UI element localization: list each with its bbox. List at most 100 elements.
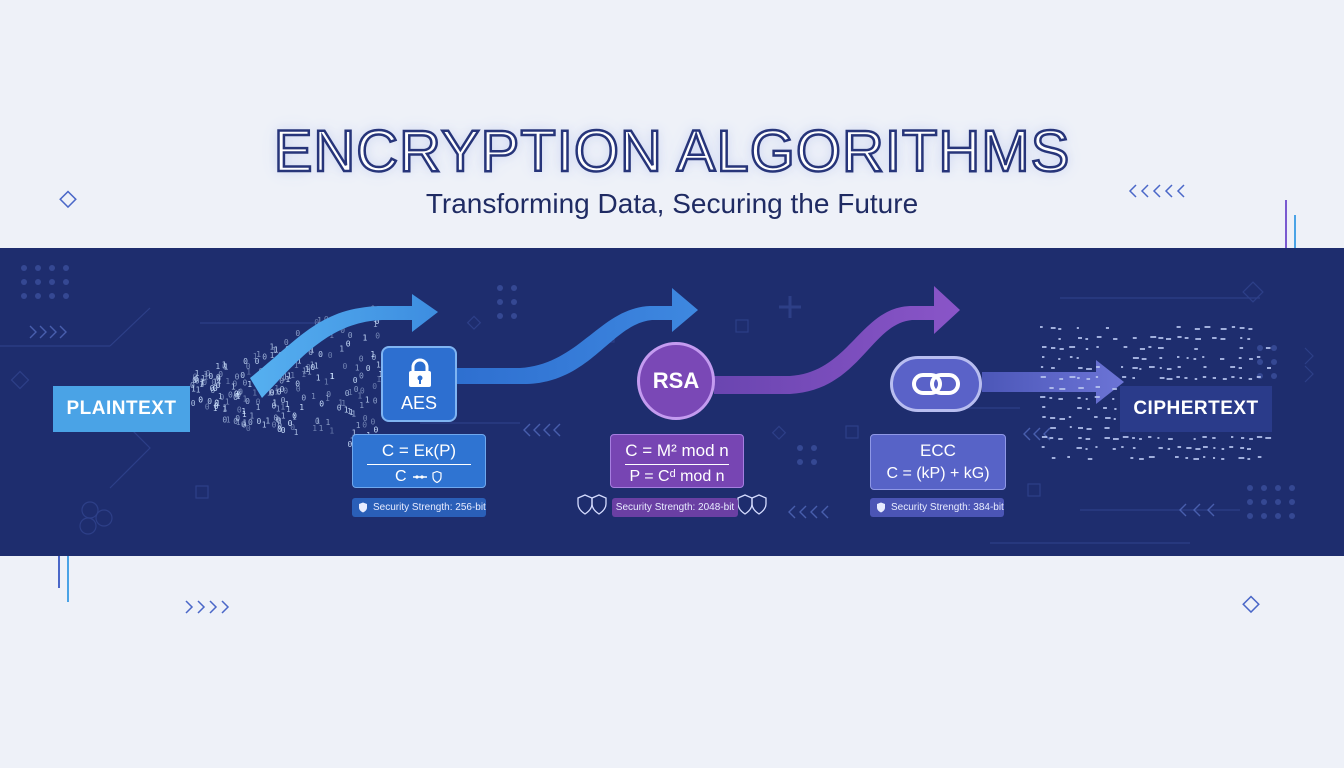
cipher-glyph — [1267, 367, 1271, 369]
cipher-glyph — [1078, 367, 1083, 369]
binary-digit: 0 — [306, 363, 311, 372]
plaintext-node: PLAINTEXT — [53, 386, 190, 432]
cipher-glyph — [1220, 338, 1226, 340]
binary-digit: 0 — [208, 372, 213, 381]
cipher-glyph — [1078, 437, 1082, 439]
cipher-glyph — [1159, 357, 1163, 359]
binary-digit: 1 — [196, 385, 201, 394]
cipher-glyph — [1212, 337, 1217, 339]
cipher-glyph — [1184, 337, 1189, 339]
cipher-glyph — [1231, 326, 1236, 328]
cipher-glyph — [1042, 346, 1047, 348]
diamond-left-icon — [59, 190, 77, 209]
binary-digit: 0 — [194, 375, 199, 384]
cipher-glyph — [1051, 367, 1055, 369]
binary-digit: 0 — [295, 329, 300, 338]
binary-digit: 1 — [272, 399, 277, 408]
binary-digit: 1 — [347, 407, 352, 416]
binary-digit: 1 — [283, 373, 288, 382]
grid-dot — [63, 279, 69, 285]
aes-strength-badge: Security Strength: 256-bit — [352, 498, 486, 517]
cipher-glyph — [1050, 427, 1056, 429]
binary-digit: 1 — [276, 404, 281, 413]
binary-digit: 1 — [370, 350, 375, 359]
binary-digit: 0 — [272, 421, 277, 430]
cipher-glyph — [1248, 378, 1253, 380]
cipher-glyph — [1051, 347, 1056, 349]
binary-digit: 1 — [242, 410, 247, 419]
binary-digit: 0 — [242, 420, 247, 429]
binary-digit: 1 — [281, 411, 286, 420]
cipher-glyph — [1257, 456, 1262, 458]
cipher-glyph — [1112, 398, 1115, 400]
binary-digit: 0 — [284, 338, 289, 347]
binary-digit: 1 — [247, 380, 252, 389]
cipher-glyph — [1096, 336, 1102, 338]
grid-dot — [1289, 499, 1295, 505]
binary-digit: 1 — [326, 418, 331, 427]
cipher-glyph — [1078, 337, 1082, 339]
grid-dot — [797, 445, 803, 451]
binary-digit: 1 — [311, 392, 316, 401]
binary-digit: 1 — [373, 320, 378, 329]
cipher-glyph — [1193, 458, 1199, 460]
cipher-glyph — [1158, 337, 1164, 339]
cipher-glyph — [1121, 446, 1124, 448]
cipher-glyph — [1213, 457, 1216, 459]
binary-digit: 0 — [374, 425, 379, 434]
binary-digit: 1 — [344, 406, 349, 415]
binary-digit: 0 — [246, 362, 251, 371]
arrow-ecc-to-ciphertext — [982, 360, 1124, 404]
cipher-glyph — [1158, 347, 1164, 349]
cipher-glyph — [1203, 366, 1207, 368]
binary-digit: 0 — [359, 372, 364, 381]
binary-digit: 1 — [203, 370, 208, 379]
cipher-glyph — [1112, 388, 1117, 390]
binary-digit: 1 — [294, 361, 299, 370]
cipher-glyph — [1069, 426, 1072, 428]
binary-digit: 0 — [248, 418, 253, 427]
cipher-glyph — [1121, 366, 1124, 368]
binary-digit: 1 — [226, 416, 231, 425]
cipher-glyph — [1185, 457, 1189, 459]
aes-formula-card: C = Eĸ(P) C — [352, 434, 486, 488]
background-circuit-pattern — [0, 281, 1314, 544]
binary-digit: 0 — [205, 402, 210, 411]
chevrons-top-right-icon — [1128, 184, 1185, 198]
binary-digit: 0 — [319, 400, 324, 409]
binary-digit: 1 — [249, 411, 254, 420]
cipher-glyph — [1069, 376, 1076, 378]
binary-digit: 0 — [222, 362, 227, 371]
rsa-formula-line1: C = M² mod n — [625, 441, 729, 460]
cipher-glyph — [1112, 448, 1116, 450]
cipher-glyph — [1132, 447, 1136, 449]
binary-digit: 1 — [297, 356, 302, 365]
grid-dot — [1261, 499, 1267, 505]
cipher-glyph — [1238, 357, 1242, 359]
binary-digit: 0 — [243, 379, 248, 388]
binary-digit: 1 — [286, 405, 291, 414]
cipher-glyph — [1105, 417, 1111, 419]
binary-digit: 1 — [274, 384, 279, 393]
binary-digit: 0 — [277, 421, 282, 430]
binary-digit: 0 — [222, 416, 227, 425]
binary-digit: 1 — [281, 374, 286, 383]
grid-dot — [811, 459, 817, 465]
cipher-glyph — [1132, 357, 1139, 359]
cipher-glyph — [1058, 338, 1061, 340]
cipher-glyph — [1095, 386, 1100, 388]
grid-dot — [1257, 359, 1263, 365]
binary-digit: 1 — [246, 368, 251, 377]
binary-digit: 0 — [235, 414, 240, 423]
binary-digit: 1 — [307, 368, 312, 377]
cipher-glyph — [1184, 377, 1188, 379]
binary-digit: 1 — [225, 377, 230, 386]
binary-digit: 1 — [325, 394, 330, 403]
grid-dot — [1271, 373, 1277, 379]
binary-digit: 0 — [277, 416, 282, 425]
cipher-glyph — [1203, 446, 1208, 448]
arrow-plaintext-to-aes — [250, 294, 438, 398]
binary-digit: 0 — [193, 373, 198, 382]
binary-digit: 0 — [362, 421, 367, 430]
binary-digit: 0 — [198, 395, 203, 404]
